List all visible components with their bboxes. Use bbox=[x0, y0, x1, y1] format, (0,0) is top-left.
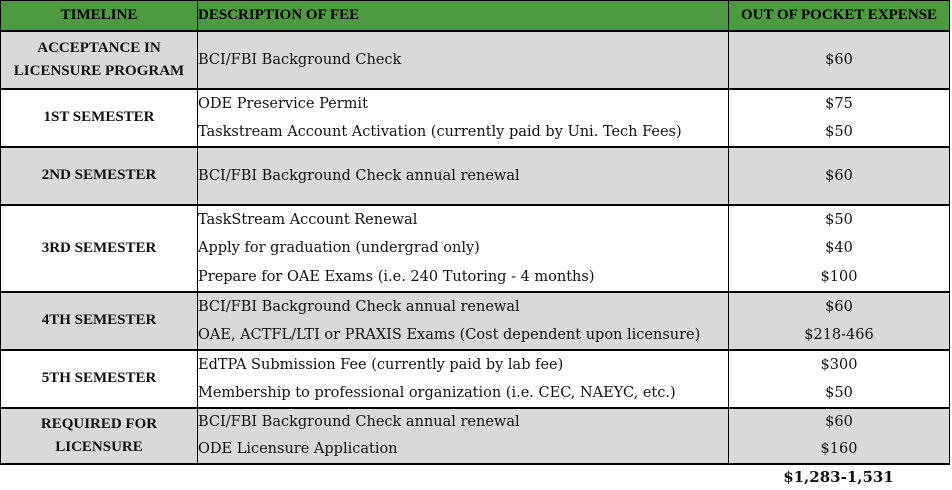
description-cell: ODE Licensure Application bbox=[197, 435, 729, 464]
header-expense: OUT OF POCKET EXPENSE bbox=[728, 0, 950, 31]
cost-cell: $50 bbox=[728, 117, 950, 147]
cost-cell: $300 bbox=[728, 349, 950, 379]
group-2nd-semester: 2ND SEMESTER BCI/FBI Background Check an… bbox=[0, 146, 950, 205]
group-required-for-licensure: REQUIRED FOR LICENSURE BCI/FBI Backgroun… bbox=[0, 407, 950, 464]
cost-cell: $40 bbox=[728, 233, 950, 263]
table-row: 5TH SEMESTER EdTPA Submission Fee (curre… bbox=[0, 349, 950, 408]
description-cell: EdTPA Submission Fee (currently paid by … bbox=[197, 349, 729, 379]
table-row: ACCEPTANCE IN LICENSURE PROGRAM BCI/FBI … bbox=[0, 30, 950, 89]
description-cell: Apply for graduation (undergrad only) bbox=[197, 233, 729, 263]
table-row: 2ND SEMESTER BCI/FBI Background Check an… bbox=[0, 146, 950, 205]
group-5th-semester: 5TH SEMESTER EdTPA Submission Fee (curre… bbox=[0, 349, 950, 408]
header-timeline: TIMELINE bbox=[0, 0, 198, 31]
description-cell: Taskstream Account Activation (currently… bbox=[197, 117, 729, 147]
timeline-cell: 2ND SEMESTER bbox=[0, 146, 198, 205]
description-cell: BCI/FBI Background Check annual renewal bbox=[197, 407, 729, 436]
table-row: OAE, ACTFL/LTI or PRAXIS Exams (Cost dep… bbox=[1, 320, 950, 350]
group-1st-semester: 1ST SEMESTER ODE Preservice Permit $75 T… bbox=[0, 88, 950, 147]
timeline-cell: 1ST SEMESTER bbox=[0, 88, 198, 147]
timeline-cell: 3RD SEMESTER bbox=[0, 204, 198, 292]
cost-cell: $50 bbox=[728, 204, 950, 234]
header-description: DESCRIPTION OF FEE bbox=[197, 0, 729, 31]
cost-cell: $50 bbox=[728, 378, 950, 408]
fee-table: TIMELINE DESCRIPTION OF FEE OUT OF POCKE… bbox=[0, 0, 950, 464]
timeline-cell: 4TH SEMESTER bbox=[0, 291, 198, 350]
table-row: 1ST SEMESTER ODE Preservice Permit $75 bbox=[0, 88, 950, 147]
description-cell: Prepare for OAE Exams (i.e. 240 Tutoring… bbox=[197, 262, 729, 292]
description-cell: BCI/FBI Background Check annual renewal bbox=[197, 146, 729, 205]
table-row: REQUIRED FOR LICENSURE BCI/FBI Backgroun… bbox=[0, 407, 950, 464]
table-header: TIMELINE DESCRIPTION OF FEE OUT OF POCKE… bbox=[0, 0, 950, 31]
table-row: Prepare for OAE Exams (i.e. 240 Tutoring… bbox=[1, 262, 950, 292]
description-cell: BCI/FBI Background Check annual renewal bbox=[197, 291, 729, 321]
cost-cell: $218-466 bbox=[728, 320, 950, 350]
cost-cell: $75 bbox=[728, 88, 950, 118]
cost-cell: $160 bbox=[728, 435, 950, 464]
table-row: Membership to professional organization … bbox=[1, 378, 950, 408]
description-cell: Membership to professional organization … bbox=[197, 378, 729, 408]
table-row: 3RD SEMESTER TaskStream Account Renewal … bbox=[0, 204, 950, 292]
table-row: ODE Licensure Application $160 bbox=[1, 435, 950, 464]
group-acceptance: ACCEPTANCE IN LICENSURE PROGRAM BCI/FBI … bbox=[0, 30, 950, 89]
cost-cell: $100 bbox=[728, 262, 950, 292]
cost-cell: $60 bbox=[728, 407, 950, 436]
table-row: Apply for graduation (undergrad only) $4… bbox=[1, 233, 950, 263]
description-cell: OAE, ACTFL/LTI or PRAXIS Exams (Cost dep… bbox=[197, 320, 729, 350]
cost-cell: $60 bbox=[728, 291, 950, 321]
description-cell: TaskStream Account Renewal bbox=[197, 204, 729, 234]
cost-cell: $60 bbox=[728, 146, 950, 205]
description-cell: ODE Preservice Permit bbox=[197, 88, 729, 118]
group-3rd-semester: 3RD SEMESTER TaskStream Account Renewal … bbox=[0, 204, 950, 292]
table-row: 4TH SEMESTER BCI/FBI Background Check an… bbox=[0, 291, 950, 350]
cost-cell: $60 bbox=[728, 30, 950, 89]
table-row: Taskstream Account Activation (currently… bbox=[1, 117, 950, 147]
group-4th-semester: 4TH SEMESTER BCI/FBI Background Check an… bbox=[0, 291, 950, 350]
timeline-cell: 5TH SEMESTER bbox=[0, 349, 198, 408]
timeline-cell: REQUIRED FOR LICENSURE bbox=[0, 407, 198, 464]
description-cell: BCI/FBI Background Check bbox=[197, 30, 729, 89]
timeline-cell: ACCEPTANCE IN LICENSURE PROGRAM bbox=[0, 30, 198, 89]
total-expense: $1,283-1,531 bbox=[783, 468, 894, 486]
